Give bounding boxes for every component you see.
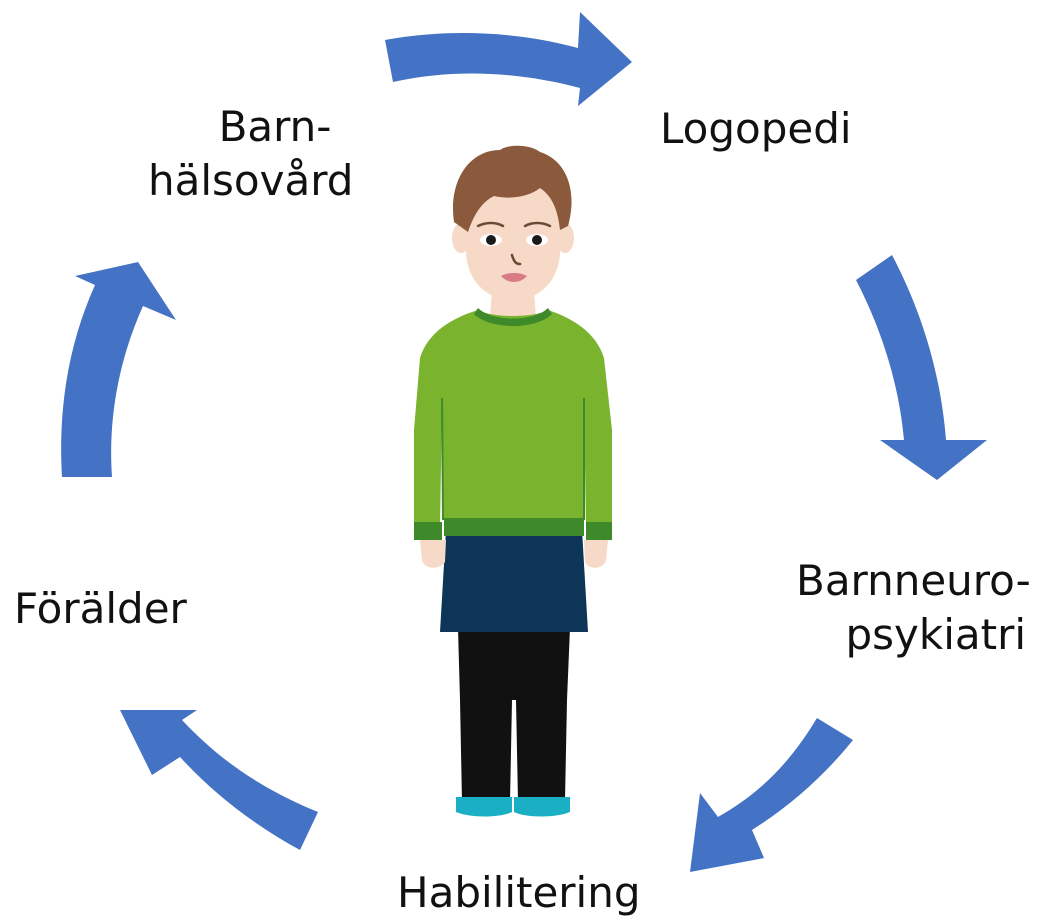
barnneuropsykiatri-line1: Barnneuro- — [796, 556, 1031, 605]
logopedi-line1: Logopedi — [660, 104, 852, 153]
node-barnneuropsykiatri: Barnneuro- psykiatri — [796, 554, 1031, 662]
left-hand — [420, 540, 446, 568]
sweater-collar — [474, 308, 552, 326]
foralder-line1: Förälder — [14, 584, 187, 633]
left-shoe — [456, 797, 512, 817]
mouth — [501, 273, 527, 282]
right-ear — [556, 223, 574, 253]
left-pupil — [486, 235, 496, 245]
arrow-habilitering-to-foralder — [120, 710, 318, 850]
node-barnhalsovard: Barn- hälsovård — [148, 100, 353, 208]
right-hand — [584, 540, 608, 568]
skirt — [440, 530, 588, 632]
sweater — [414, 310, 612, 528]
node-habilitering: Habilitering — [397, 866, 641, 920]
legs — [458, 628, 570, 802]
right-cuff — [586, 522, 612, 540]
right-shoe — [514, 797, 570, 817]
arrow-foralder-to-barnhalsovard — [61, 262, 176, 477]
arrow-barnneuropsykiatri-to-habilitering — [690, 718, 853, 872]
node-foralder: Förälder — [14, 582, 187, 636]
right-brow — [523, 221, 552, 228]
arrow-logopedi-to-barnneuropsykiatri — [856, 255, 987, 480]
node-logopedi: Logopedi — [660, 102, 852, 156]
left-brow — [476, 221, 505, 228]
barnhalsovard-line2: hälsovård — [148, 156, 354, 205]
arrow-barnhalsovard-to-logopedi — [385, 12, 632, 106]
habilitering-line1: Habilitering — [397, 868, 641, 917]
sleeve-line-left — [441, 397, 444, 521]
right-pupil — [532, 235, 542, 245]
left-ear — [452, 223, 470, 253]
barnhalsovard-line1: Barn- — [218, 102, 332, 151]
barnneuropsykiatri-line2: psykiatri — [845, 610, 1026, 659]
left-cuff — [414, 522, 442, 540]
nose — [510, 253, 522, 266]
sweater-waistband — [444, 518, 584, 536]
hair — [453, 145, 572, 232]
